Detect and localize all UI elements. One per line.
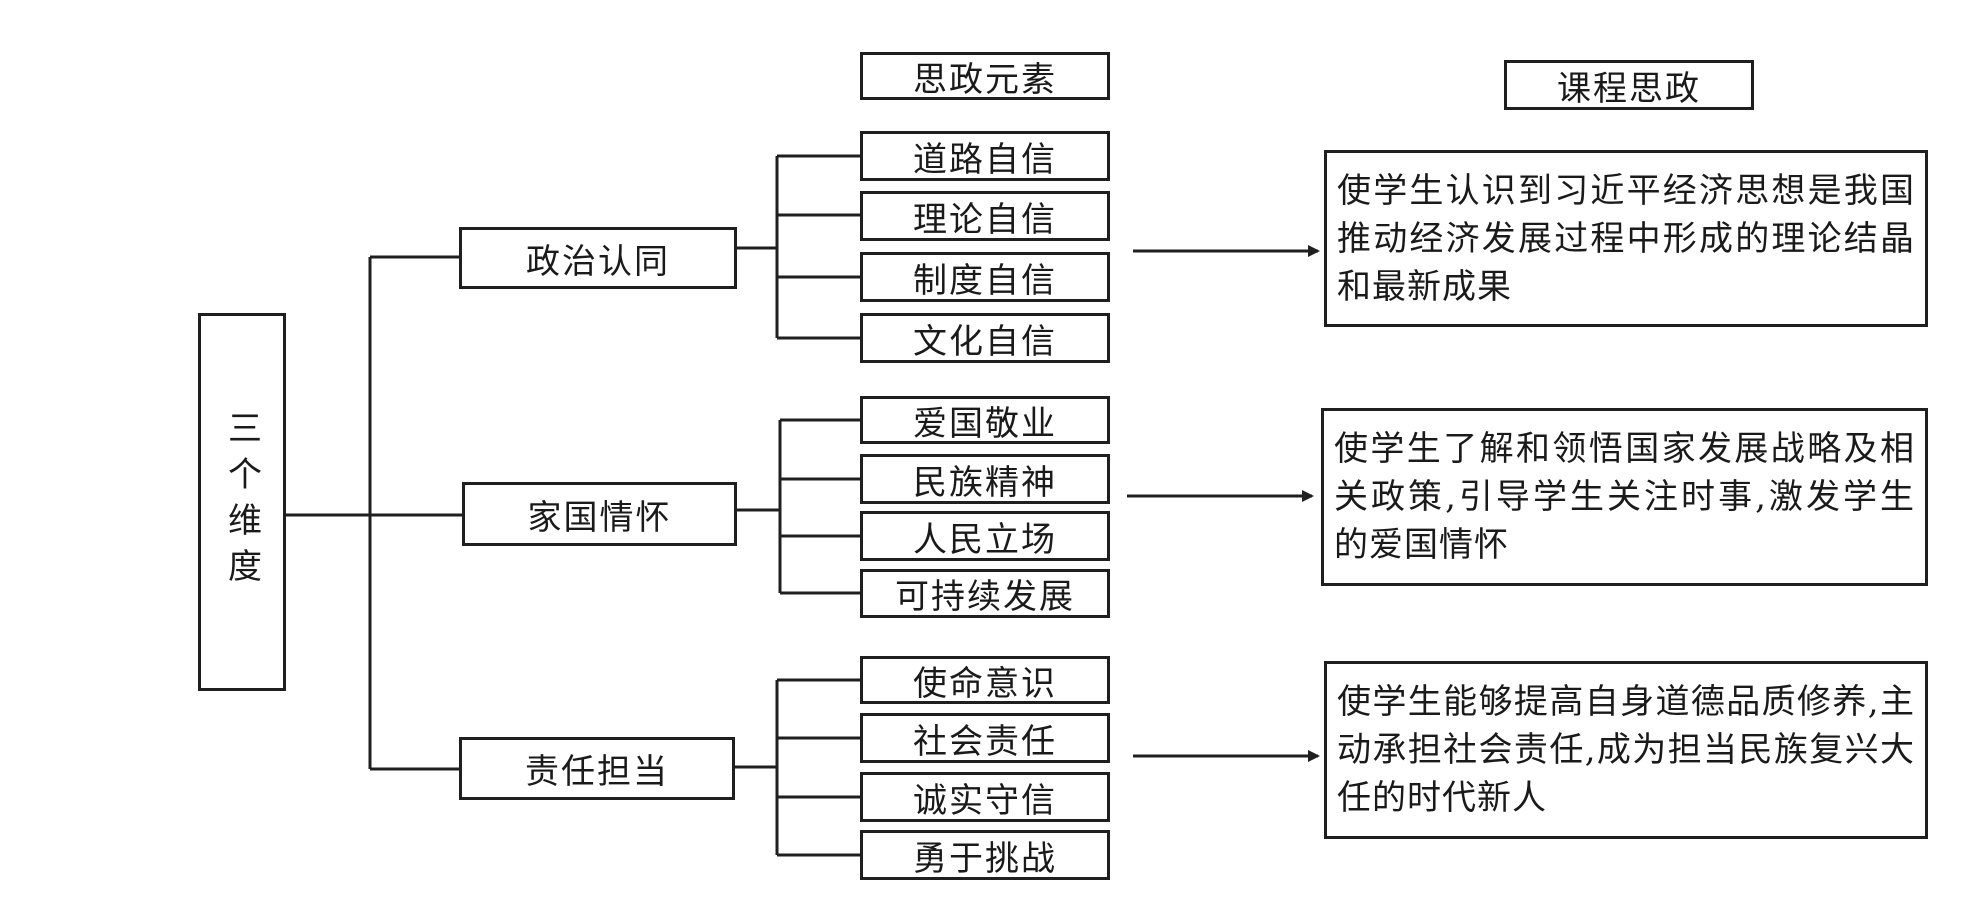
element-node: 诚实守信	[860, 772, 1110, 822]
header-course: 课程思政	[1504, 60, 1754, 110]
element-node: 爱国敬业	[860, 396, 1110, 444]
dimension-node: 家国情怀	[462, 482, 737, 546]
element-node: 可持续发展	[860, 569, 1110, 618]
dimension-node: 责任担当	[459, 737, 735, 800]
header-elements: 思政元素	[860, 52, 1110, 100]
root-node: 三个维度	[198, 313, 286, 691]
element-node: 勇于挑战	[860, 830, 1110, 880]
element-node: 文化自信	[860, 313, 1110, 363]
element-node: 人民立场	[860, 511, 1110, 561]
course-description: 使学生了解和领悟国家发展战略及相关政策,引导学生关注时事,激发学生的爱国情怀	[1321, 408, 1928, 586]
course-description: 使学生认识到习近平经济思想是我国推动经济发展过程中形成的理论结晶和最新成果	[1324, 150, 1928, 327]
element-node: 制度自信	[860, 252, 1110, 302]
element-node: 社会责任	[860, 713, 1110, 763]
element-node: 理论自信	[860, 191, 1110, 241]
dimension-node: 政治认同	[459, 227, 737, 289]
element-node: 使命意识	[860, 656, 1110, 704]
element-node: 民族精神	[860, 454, 1110, 504]
element-node: 道路自信	[860, 131, 1110, 181]
course-description: 使学生能够提高自身道德品质修养,主动承担社会责任,成为担当民族复兴大任的时代新人	[1324, 661, 1928, 839]
